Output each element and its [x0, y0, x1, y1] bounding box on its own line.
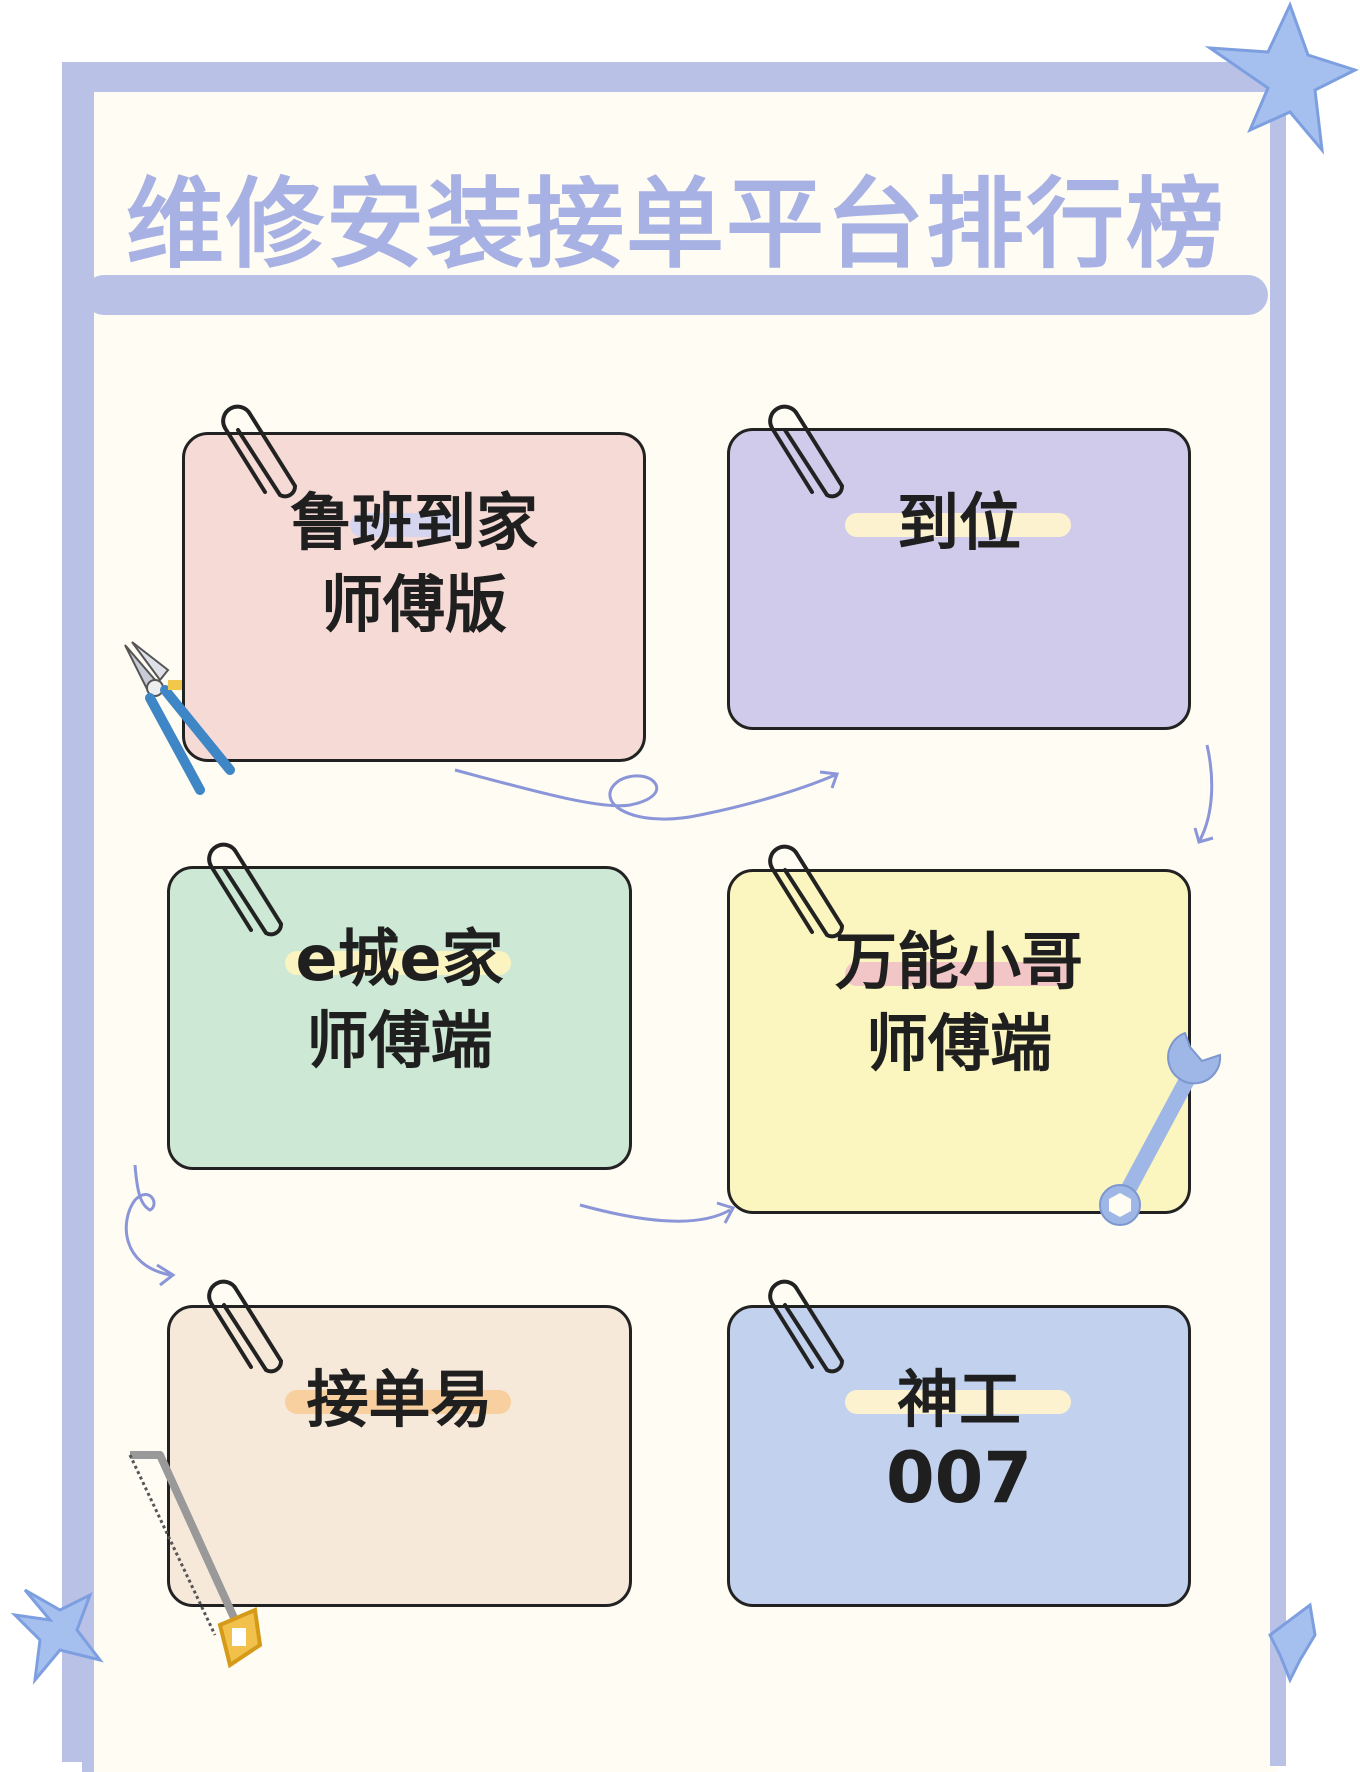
- frame-edge: [1270, 86, 1286, 1766]
- card-3-line2: 师傅端: [306, 1004, 493, 1077]
- text-highlight: [845, 513, 1071, 537]
- card-4-line2: 师傅端: [865, 1007, 1052, 1080]
- paperclip-icon: [207, 842, 283, 937]
- page-title: 维修安装接单平台排行榜: [125, 168, 1226, 282]
- star-icon: [10, 1588, 104, 1685]
- paperclip-icon: [768, 404, 844, 499]
- paperclip-icon: [768, 844, 844, 939]
- text-highlight: [845, 1390, 1071, 1414]
- arrow-icon: [579, 1201, 736, 1224]
- arrow-icon: [454, 768, 840, 821]
- arrow-icon: [124, 1164, 176, 1287]
- pliers-icon: [124, 641, 235, 795]
- ranking-card-4: 万能小哥 师傅端: [727, 869, 1191, 1214]
- paperclip-icon: [221, 404, 297, 499]
- wrench-icon: [1099, 1031, 1222, 1226]
- hacksaw-icon: [128, 1451, 263, 1669]
- card-6-line2: 007: [885, 1437, 1033, 1519]
- star-icon: [1268, 1602, 1317, 1684]
- card-4-line1: 万能小哥: [834, 925, 1083, 998]
- text-highlight: [285, 1390, 511, 1414]
- card-1-line1: 鲁班到家: [289, 486, 538, 559]
- arrow-icon: [1193, 744, 1214, 844]
- paperclip-icon: [768, 1279, 844, 1374]
- card-6-line1: 神工: [896, 1363, 1021, 1436]
- text-highlight: [285, 951, 511, 975]
- card-5-line1: 接单易: [306, 1363, 493, 1436]
- star-icon: [1204, 1, 1359, 155]
- paperclip-icon: [207, 1279, 283, 1374]
- card-1-line2: 师傅版: [320, 568, 507, 641]
- ranking-card-1: 鲁班到家 师傅版: [182, 432, 646, 762]
- text-highlight: [845, 962, 1071, 986]
- card-3-line1: e城e家: [295, 922, 504, 995]
- text-highlight: [350, 513, 460, 537]
- card-2-line1: 到位: [896, 486, 1021, 559]
- title-underline: [84, 275, 1268, 315]
